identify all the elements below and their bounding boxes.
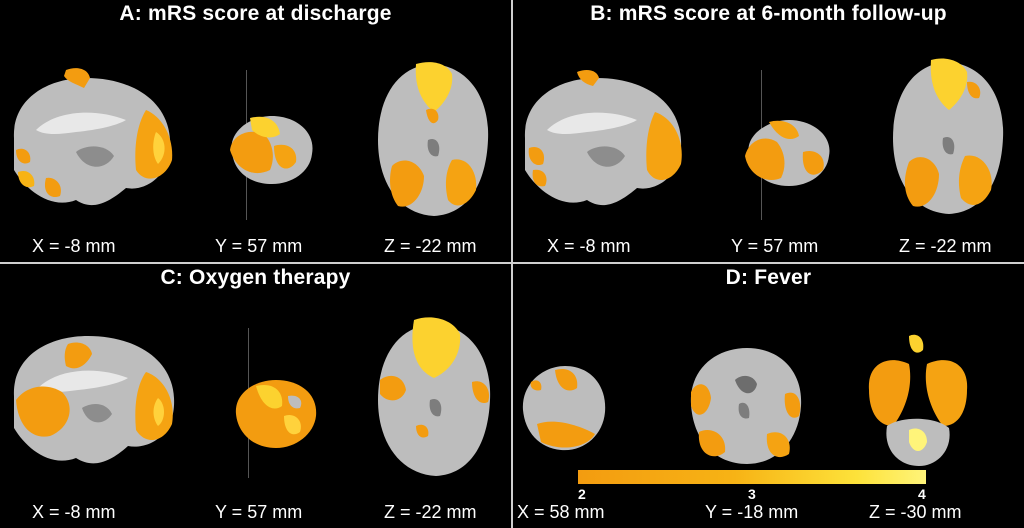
axial-slice [378,62,489,216]
panel-c: C: Oxygen therapy X = -8 mm Y = 57 [0,264,511,528]
panel-title: D: Fever [725,266,812,289]
vertical-divider [511,0,513,528]
colorbar-tick-min: 2 [578,486,586,502]
coronal-slice [690,348,802,464]
panel-a: A: mRS score at discharge [0,0,511,262]
x-coordinate: X = -8 mm [547,236,631,256]
y-coordinate: Y = -18 mm [705,502,799,522]
sagittal-slice [13,68,173,206]
coronal-slice [230,116,313,184]
x-coordinate: X = -8 mm [32,236,116,256]
panel-d: D: Fever 2 3 4 X = 58 mm Y = [513,264,1024,528]
axial-slice [868,334,968,466]
y-coordinate: Y = 57 mm [215,502,303,522]
horizontal-divider [0,262,1024,264]
colorbar-tick-mid: 3 [748,486,756,502]
colorbar [578,470,926,484]
coronal-slice [745,120,830,186]
panel-title: B: mRS score at 6-month follow-up [590,2,947,25]
z-coordinate: Z = -22 mm [384,502,477,522]
y-coordinate: Y = 57 mm [215,236,303,256]
z-coordinate: Z = -30 mm [869,502,962,522]
x-coordinate: X = -8 mm [32,502,116,522]
coronal-slice [235,380,317,448]
panel-title: C: Oxygen therapy [160,266,351,289]
y-coordinate: Y = 57 mm [731,236,819,256]
x-coordinate: X = 58 mm [517,502,605,522]
panel-title: A: mRS score at discharge [119,2,392,25]
z-coordinate: Z = -22 mm [899,236,992,256]
colorbar-tick-max: 4 [918,486,926,502]
axial-slice [378,317,491,476]
z-coordinate: Z = -22 mm [384,236,477,256]
axial-slice [893,58,1004,214]
sagittal-slice [524,70,682,206]
sagittal-slice [522,366,606,451]
sagittal-slice [13,336,175,464]
panel-b: B: mRS score at 6-month follow-up X = [513,0,1024,262]
